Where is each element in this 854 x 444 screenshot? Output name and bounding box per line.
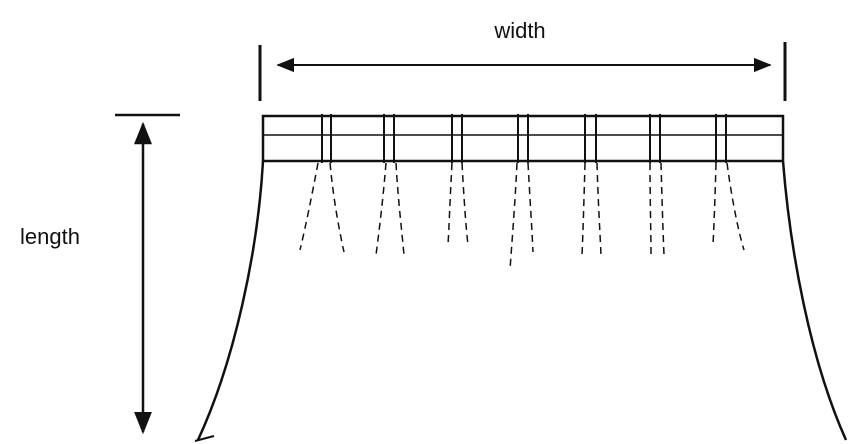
curtain-right-edge [781,160,848,441]
length-label: length [20,224,80,249]
heading-tape [261,114,785,163]
floor-mark [194,435,215,442]
width-label: width [493,18,545,43]
curtain-heading [261,114,785,163]
pleat-marks [321,114,727,163]
curtain-fabric [194,160,848,442]
length-dimension: length [20,113,180,435]
fold-lines [299,162,745,271]
width-dimension: width [258,18,787,101]
curtain-left-edge [196,160,265,441]
